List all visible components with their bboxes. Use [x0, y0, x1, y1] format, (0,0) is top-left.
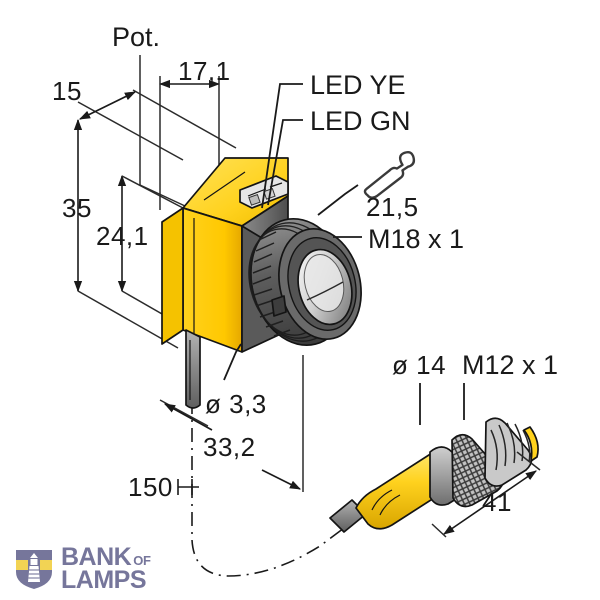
label-dia-3-3: ø 3,3 [205, 389, 267, 419]
watermark-of: OF [133, 553, 151, 569]
label-pot: Pot. [112, 22, 160, 52]
sensor-front-face [182, 207, 243, 353]
connector-thread-ribs [490, 422, 531, 471]
leader-led-ye [261, 83, 303, 209]
cable-centerline [191, 400, 353, 577]
label-m12: M12 x 1 [462, 350, 558, 380]
boot-ring-2 [379, 494, 401, 516]
connector-thread-body [484, 417, 533, 487]
watermark-line-1: BANK OF [61, 543, 151, 571]
watermark-text: BANK OF LAMPS [61, 543, 151, 594]
lighthouse-shield-icon [16, 550, 52, 589]
dim-35: 35 [62, 193, 92, 223]
dim-24-1: 24,1 [96, 221, 149, 251]
watermark-lamps: LAMPS [61, 566, 147, 594]
watermark-bank: BANK [61, 543, 132, 571]
lens-parting-line [306, 281, 344, 301]
sensor-cable-stub [185, 329, 201, 409]
ext-24-1-top [121, 175, 184, 209]
label-m18: M18 x 1 [368, 224, 464, 254]
dim-15: 15 [52, 76, 82, 106]
label-led-gn: LED GN [310, 106, 411, 136]
ext-line-top-mid [132, 89, 237, 149]
dim-arrow-33-2-right [261, 469, 302, 490]
barrel-ribs [252, 231, 291, 337]
dim-17-1: 17,1 [178, 56, 231, 86]
led-yellow-indicator [248, 193, 261, 206]
label-wrench-size: 21,5 [366, 192, 419, 222]
leader-wrench-21-5 [317, 184, 359, 216]
label-dia-14: ø 14 [392, 350, 446, 380]
sensor-top-crease [203, 171, 246, 201]
connector-seal-ring [523, 426, 539, 462]
ext-41-left [431, 523, 447, 538]
sensor-body-group [161, 157, 362, 409]
dim-33-2: 33,2 [203, 432, 256, 462]
watermark-bank-of-lamps: BANK OF LAMPS [14, 543, 151, 594]
callout-leaders-group [223, 83, 362, 381]
dim-150: 150 [128, 472, 173, 502]
wrench-icon [363, 150, 416, 199]
sensor-side-strip [161, 207, 184, 345]
label-led-ye: LED YE [310, 70, 406, 100]
leader-led-gn [267, 119, 303, 206]
barrel-notch [271, 295, 287, 317]
text-labels-group: Pot. 15 17,1 35 24,1 LED YE LED GN 21,5 … [52, 22, 558, 517]
ext-line-top-left [77, 101, 184, 161]
dim-line-41 [443, 470, 537, 535]
leader-dia-3-3 [223, 343, 242, 381]
boot-ring-1 [371, 489, 393, 511]
dim-line-15 [78, 91, 137, 120]
m12-connector-group [329, 383, 541, 538]
watermark-line-2: LAMPS [61, 566, 151, 594]
dim-41: 41 [482, 487, 512, 517]
dim-arrow-33-2-left [164, 403, 213, 431]
pot-leader-line-2 [139, 184, 186, 207]
ext-41-right [516, 451, 541, 471]
